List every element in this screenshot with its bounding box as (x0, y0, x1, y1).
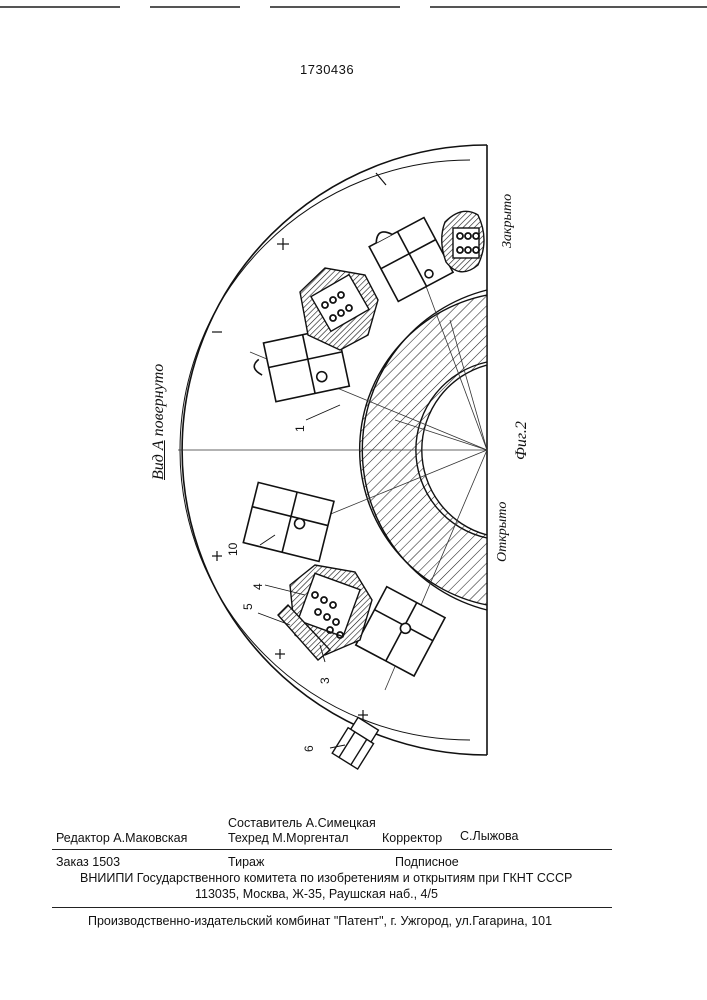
part-number-3: 3 (318, 677, 332, 684)
state-open-label: Открыто (495, 502, 511, 562)
lock-top (442, 211, 484, 272)
figure-label: Фиг.2 (513, 421, 531, 460)
view-label: Вид А повернуто (150, 364, 168, 480)
part-number-4: 4 (251, 583, 265, 590)
part-number-6: 6 (302, 745, 316, 752)
part-number-1: 1 (293, 425, 307, 432)
part-number-5: 5 (241, 603, 255, 610)
part-number-10: 10 (226, 543, 240, 556)
state-closed-label: Закрыто (500, 194, 516, 248)
